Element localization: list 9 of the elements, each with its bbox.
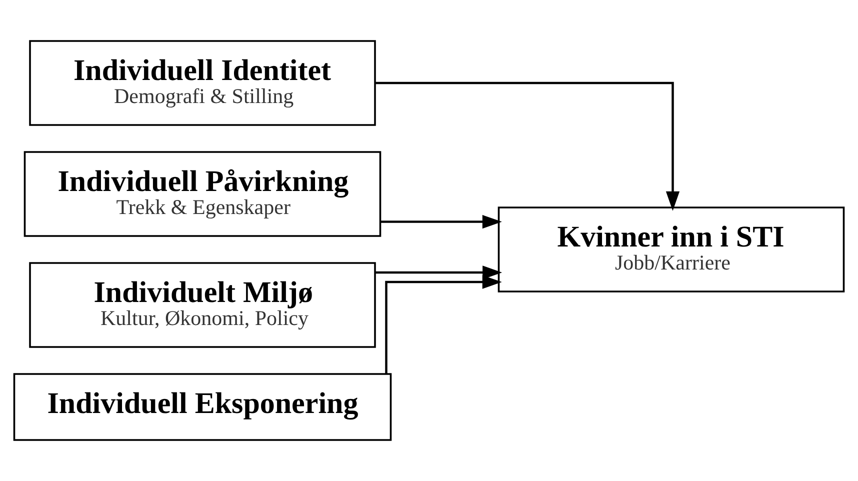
- node-box: Kvinner inn i STI Jobb/Karriere: [498, 206, 845, 292]
- arrow: [375, 266, 502, 280]
- arrow: [380, 214, 502, 229]
- node-box: Individuell Påvirkning Trekk & Egenskaper: [24, 151, 382, 237]
- node-box: Individuelt Miljø Kultur, Økonomi, Policy: [29, 262, 376, 348]
- arrow: [376, 82, 680, 211]
- node-box: Individuell Eksponering: [13, 373, 392, 441]
- node-box: Individuell Identitet Demografi & Stilling: [29, 40, 376, 126]
- arrow: [385, 275, 502, 374]
